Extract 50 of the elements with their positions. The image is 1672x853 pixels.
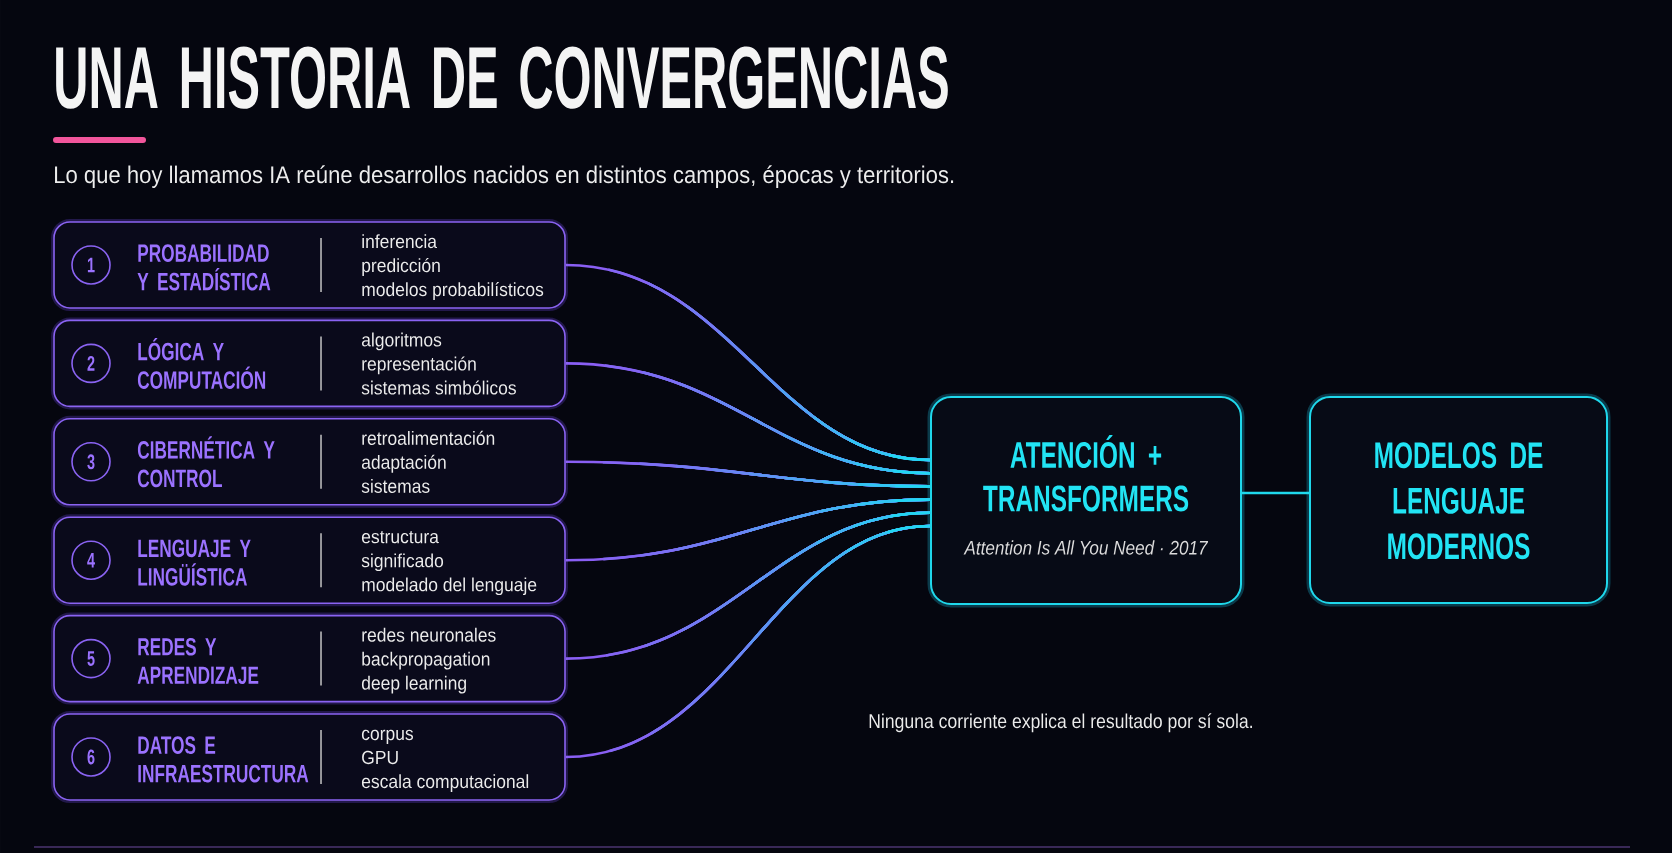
topic-item: GPU — [362, 750, 398, 765]
box-heading: ATENCIÓN + TRANSFORMERS — [983, 434, 1189, 512]
topic-item: estructura — [361, 530, 439, 544]
category-box — [51, 415, 568, 508]
number-badge: 2 — [71, 343, 111, 384]
connector — [565, 498, 931, 562]
category-box — [51, 711, 568, 803]
topic-item: modelado del lenguaje — [362, 577, 537, 596]
title: UNA HISTORIA DE CONVERGENCIAS — [56, 46, 948, 109]
topic-item: backpropagation — [362, 651, 490, 670]
topic-item: adaptación — [361, 454, 446, 473]
topic-item: representación — [362, 356, 476, 375]
highlight-box — [927, 393, 1245, 608]
category-heading: LENGUAJE Y LINGÜÍSTICA — [138, 539, 251, 586]
number-badge: 4 — [71, 540, 111, 580]
footnote: Ninguna corriente explica el resultado por sí sola. — [869, 713, 1252, 733]
box-subtitle: Attention Is All You Need · 2017 — [963, 540, 1209, 555]
topic-item: escala computacional — [361, 774, 529, 792]
connector — [565, 263, 931, 462]
number-badge: 1 — [71, 245, 111, 285]
connector — [565, 524, 931, 759]
category-box — [51, 514, 568, 607]
category-heading: LÓGICA Y COMPUTACIÓN — [137, 337, 266, 389]
category-heading: PROBABILIDAD Y ESTADÍSTICA — [137, 244, 271, 291]
number-badge: 5 — [71, 638, 111, 679]
category-heading: REDES Y APRENDIZAJE — [137, 637, 259, 685]
connector — [565, 511, 931, 660]
subtitle: Lo que hoy llamamos IA reúne desarrollos nacidos en distintos campos, épocas y territorios. — [55, 165, 954, 188]
connector — [1242, 491, 1309, 495]
topic-item: inferencia — [362, 234, 437, 249]
category-box — [51, 612, 568, 705]
number-badge: 6 — [71, 737, 111, 777]
category-box — [51, 219, 568, 311]
topic-item: sistemas — [361, 479, 430, 493]
result-box: MODELOS DE LENGUAJE MODERNOS — [1306, 393, 1611, 607]
topic-item: corpus — [361, 729, 414, 744]
topic-item: predicción — [362, 258, 440, 276]
topic-item: modelos probabilísticos — [362, 282, 544, 300]
connector — [565, 362, 931, 475]
topic-item: redes neuronales — [362, 627, 496, 642]
topic-item: significado — [361, 553, 444, 572]
topic-item: algoritmos — [361, 332, 442, 351]
category-heading: DATOS E INFRAESTRUCTURA — [138, 736, 309, 783]
connector — [565, 460, 931, 488]
topic-item: retroalimentación — [362, 430, 495, 445]
number-badge: 3 — [71, 441, 111, 482]
category-heading: CIBERNÉTICA Y CONTROL — [137, 436, 275, 488]
topic-item: sistemas simbólicos — [361, 380, 516, 395]
category-box — [51, 317, 568, 410]
topic-item: deep learning — [361, 675, 466, 694]
